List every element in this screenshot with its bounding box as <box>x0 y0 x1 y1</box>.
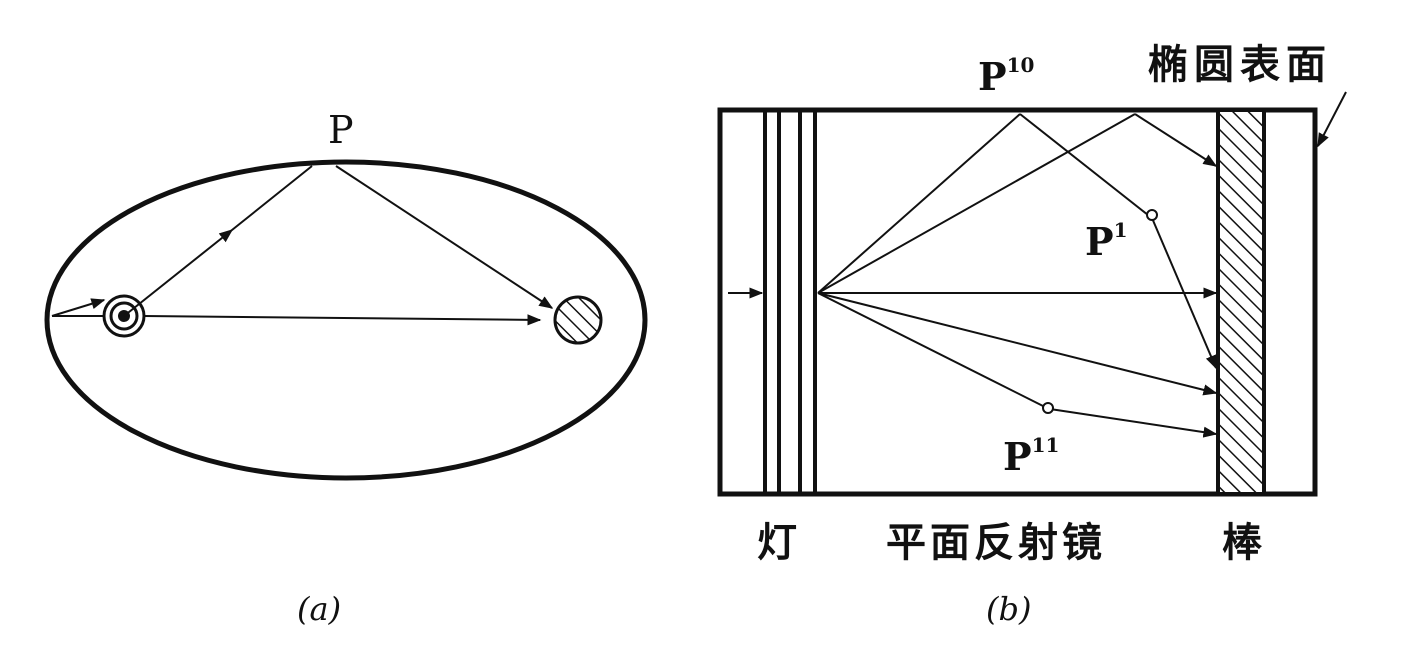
ray-top-right-to-rod <box>1134 113 1218 167</box>
figure-a: P (a) <box>44 108 648 628</box>
point-p11-label: P11 <box>1003 433 1059 479</box>
point-p10-label: P10 <box>978 53 1034 99</box>
point-p1-label: P1 <box>1085 218 1128 264</box>
ray-down-to-rod <box>817 292 1218 396</box>
ray-direct-to-rod <box>143 314 542 326</box>
point-p-label: P <box>328 108 354 152</box>
ray-to-p10 <box>817 113 1021 294</box>
point-p11-marker <box>1042 402 1054 414</box>
point-p1-marker <box>1146 209 1158 221</box>
ray-lamp-to-p-first <box>123 229 234 317</box>
ray-to-top-right <box>817 113 1136 294</box>
rod-label: 棒 <box>1222 520 1263 566</box>
caption-b: (b) <box>986 590 1031 628</box>
ellipse-surface-label: 椭圆表面 <box>1148 42 1332 88</box>
ellipse-reflector <box>44 159 648 481</box>
ray-left-back <box>51 298 106 317</box>
ray-p11-to-rod <box>1049 408 1218 438</box>
ray-p10-to-p1 <box>1019 113 1149 216</box>
figure-b: P10 P1 P11 椭圆表面 灯 平面反射镜 棒 (b) <box>717 42 1347 628</box>
lamp-lines <box>763 110 817 494</box>
lamp-label: 灯 <box>757 520 797 566</box>
rod-hatched <box>1216 108 1266 496</box>
ray-to-p11 <box>817 292 1046 408</box>
mirror-label: 平面反射镜 <box>886 520 1106 566</box>
rod-focus <box>553 295 603 345</box>
cavity-frame <box>717 107 1318 497</box>
rays-a <box>51 165 554 326</box>
ray-p-to-rod <box>335 165 554 309</box>
rays-b <box>728 91 1347 438</box>
ray-lamp-to-p-second <box>231 165 313 231</box>
ellipse-surface-pointer <box>1317 91 1347 148</box>
caption-a: (a) <box>297 590 341 628</box>
